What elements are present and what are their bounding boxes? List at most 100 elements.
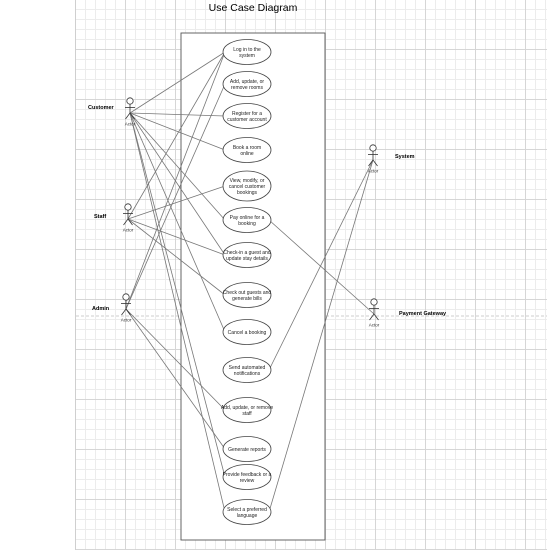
use-case-label: Add, update, or remove xyxy=(221,405,273,411)
actor-staff[interactable]: Actor Staff xyxy=(94,203,134,233)
use-case-ellipse[interactable] xyxy=(222,436,272,462)
use-case-ellipse[interactable] xyxy=(222,242,272,268)
use-case-label: bookings xyxy=(237,190,258,196)
actor-head xyxy=(122,293,130,301)
association-line[interactable] xyxy=(127,218,226,256)
association-line[interactable] xyxy=(129,112,226,256)
actor-name-label: Admin xyxy=(92,306,110,312)
actor-head xyxy=(369,144,377,152)
use-case-ellipse[interactable] xyxy=(222,464,272,490)
use-case-ellipse[interactable] xyxy=(222,282,272,308)
use-case-label: Check-in a guest and xyxy=(223,250,270,256)
actor-right-leg xyxy=(372,159,378,167)
actor-left-leg xyxy=(123,218,129,226)
actor-name-label: Staff xyxy=(94,214,106,220)
use-case-ellipse[interactable] xyxy=(222,71,272,97)
actor-head xyxy=(126,97,134,105)
use-case-reports[interactable]: Generate reports xyxy=(222,436,272,462)
association-line[interactable] xyxy=(127,51,226,220)
association-line[interactable] xyxy=(129,51,226,114)
actor-right-leg xyxy=(127,218,133,226)
use-case-ellipse[interactable] xyxy=(222,137,272,163)
use-case-label: Provide feedback or a xyxy=(223,472,272,478)
association-line[interactable] xyxy=(129,112,226,478)
use-case-label: Pay online for a xyxy=(230,215,265,221)
association-line[interactable] xyxy=(127,185,226,220)
canvas-left-edge xyxy=(75,0,76,550)
association-line[interactable] xyxy=(129,112,226,117)
association-line[interactable] xyxy=(129,112,226,221)
use-case-label: Log in to the xyxy=(233,47,261,53)
use-case-cancel[interactable]: Cancel a booking xyxy=(222,319,272,345)
use-case-label: Generate reports xyxy=(228,447,266,453)
use-case-label: generate bills xyxy=(232,296,262,302)
actor-type-label: Actor xyxy=(123,228,134,233)
association-line[interactable] xyxy=(125,83,226,310)
use-case-ellipse[interactable] xyxy=(222,103,272,129)
actor-name-label: System xyxy=(395,154,415,160)
association-line[interactable] xyxy=(125,308,226,450)
use-case-ellipse[interactable] xyxy=(222,39,272,65)
use-case-ellipse[interactable] xyxy=(222,357,272,383)
association-line[interactable] xyxy=(125,51,226,310)
use-case-ellipse[interactable] xyxy=(222,207,272,233)
use-case-label: remove rooms xyxy=(231,85,263,91)
association-line[interactable] xyxy=(268,219,375,315)
use-case-label: update stay details xyxy=(226,256,268,262)
use-case-label: Cancel a booking xyxy=(228,330,267,336)
use-case-label: staff xyxy=(242,411,252,417)
use-case-label: online xyxy=(240,151,254,157)
use-case-label: cancel customer xyxy=(229,184,266,190)
actor-type-label: Actor xyxy=(368,169,379,174)
association-line[interactable] xyxy=(268,159,374,513)
association-line[interactable] xyxy=(129,112,226,333)
actor-head xyxy=(124,203,132,211)
use-case-label: Send automated xyxy=(229,365,266,371)
use-case-label: Add, update, or xyxy=(230,79,265,85)
association-line[interactable] xyxy=(129,112,226,151)
association-line[interactable] xyxy=(268,159,374,371)
actor-right-leg xyxy=(129,112,135,120)
use-case-label: review xyxy=(240,478,255,484)
actor-name-label: Customer xyxy=(88,105,115,111)
actor-left-leg xyxy=(368,159,374,167)
use-case-ellipse[interactable] xyxy=(222,499,272,525)
actor-system[interactable]: Actor System xyxy=(368,144,415,174)
use-case-label: Register for a xyxy=(232,111,262,117)
use-case-ellipse[interactable] xyxy=(222,319,272,345)
actor-right-leg xyxy=(373,313,379,321)
association-line[interactable] xyxy=(125,308,226,411)
actor-customer[interactable]: Actor Customer xyxy=(88,97,136,127)
actor-left-leg xyxy=(121,308,127,316)
actor-right-leg xyxy=(125,308,131,316)
use-case-label: booking xyxy=(238,221,256,227)
actor-type-label: Actor xyxy=(125,122,136,127)
actor-type-label: Actor xyxy=(369,323,380,328)
association-line[interactable] xyxy=(127,218,226,296)
use-case-label: language xyxy=(237,513,258,519)
use-case-label: Check out guests and xyxy=(223,290,272,296)
actor-head xyxy=(370,298,378,306)
association-line[interactable] xyxy=(129,112,226,513)
actor-left-leg xyxy=(125,112,131,120)
use-case-ellipse[interactable] xyxy=(222,397,272,423)
associations xyxy=(125,51,375,513)
use-case-ellipse[interactable] xyxy=(222,170,272,202)
use-case-label: Book a room xyxy=(233,145,261,151)
diagram-title[interactable]: Use Case Diagram xyxy=(209,2,298,14)
